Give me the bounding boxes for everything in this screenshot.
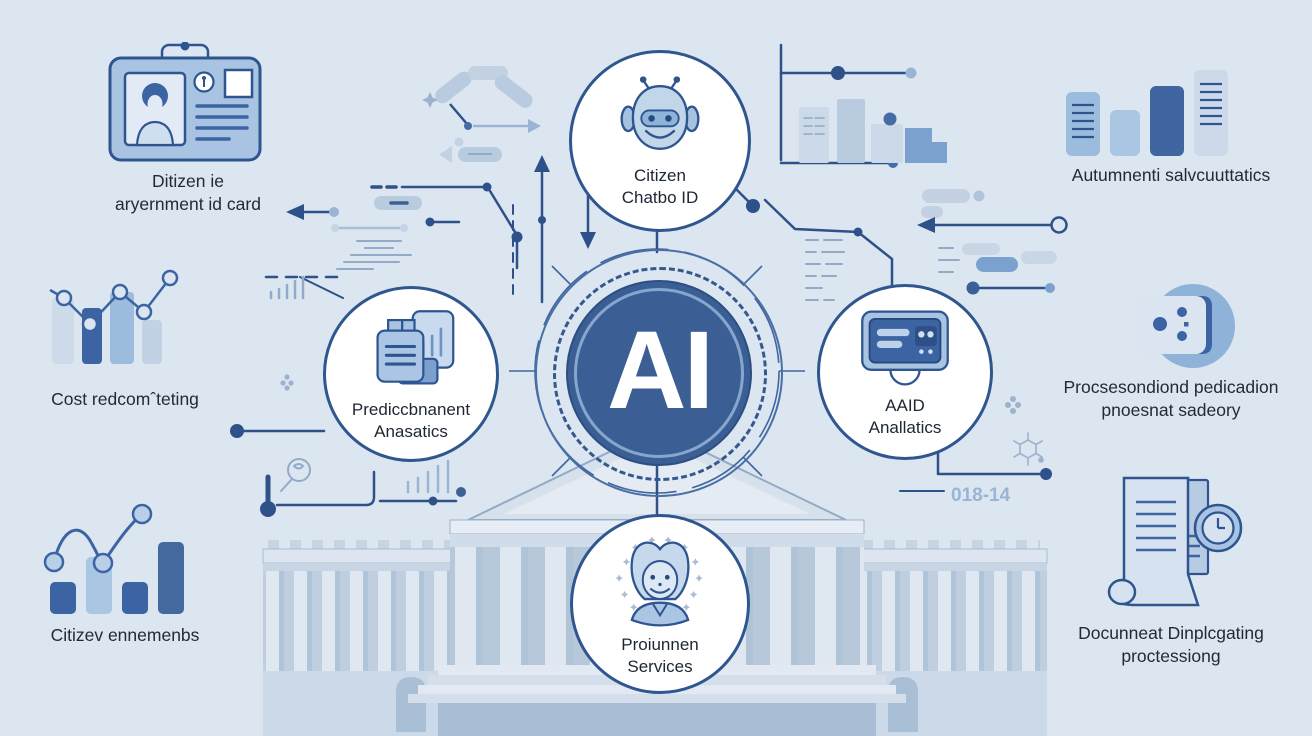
ai-node: AI (566, 280, 752, 466)
document-label: Docunneat Dinplcgating proctessiong (1078, 623, 1264, 667)
id-card-label: Ditizen ie aryernment id card (115, 171, 261, 215)
node-citizen-services: Proiunnen Services (570, 514, 750, 694)
circuit-right (725, 43, 1068, 492)
abstract-city-bars (799, 99, 947, 163)
predictive-label: Prediccbnanent Anasatics (351, 400, 471, 441)
molecule-shape (422, 66, 541, 163)
thermometer-icon (260, 474, 276, 517)
chatbot-label: Citizen Chatbo ID (621, 166, 699, 207)
citizen-label: Citizev ennemenbs (50, 625, 200, 645)
cost-chart-icon (49, 269, 179, 364)
automation-label: Autumnenti salvcuuttatics (1071, 165, 1271, 185)
terminal-card-icon (861, 310, 949, 386)
prediction-label: Procsesondiond pedicadion pnoesnat sadeo… (1063, 377, 1279, 421)
cost-label: Cost redcomˆteting (51, 389, 199, 409)
aaid-label: AAID Anallatics (868, 396, 942, 437)
ai-label: AI (607, 308, 714, 432)
services-label: Proiunnen Services (621, 635, 699, 676)
code-text: 018-14 (951, 485, 1011, 506)
node-citizen-chatbot: Citizen Chatbo ID (569, 50, 751, 232)
dice-icon (1136, 284, 1235, 368)
node-predictive-analytics: Prediccbnanent Anasatics (323, 286, 499, 462)
flower-icon (280, 374, 294, 391)
document-clock-icon (1107, 476, 1243, 607)
ai-dashed-ring (553, 267, 767, 481)
node-aaid-analytics: AAID Anallatics (817, 284, 993, 460)
citizen-chart-icon (43, 503, 184, 614)
id-card-icon (108, 42, 262, 162)
flower-icon-right (1005, 396, 1021, 414)
person-icon (615, 536, 703, 627)
documents-chart-icon (376, 310, 455, 385)
snowflake-icon (1013, 432, 1044, 466)
automation-bars-icon (1066, 70, 1228, 156)
ai-inner-ring: AI (574, 288, 744, 458)
magnifier-icon (280, 458, 311, 492)
ai-outer-ring (535, 249, 783, 497)
robot-icon (620, 76, 700, 151)
